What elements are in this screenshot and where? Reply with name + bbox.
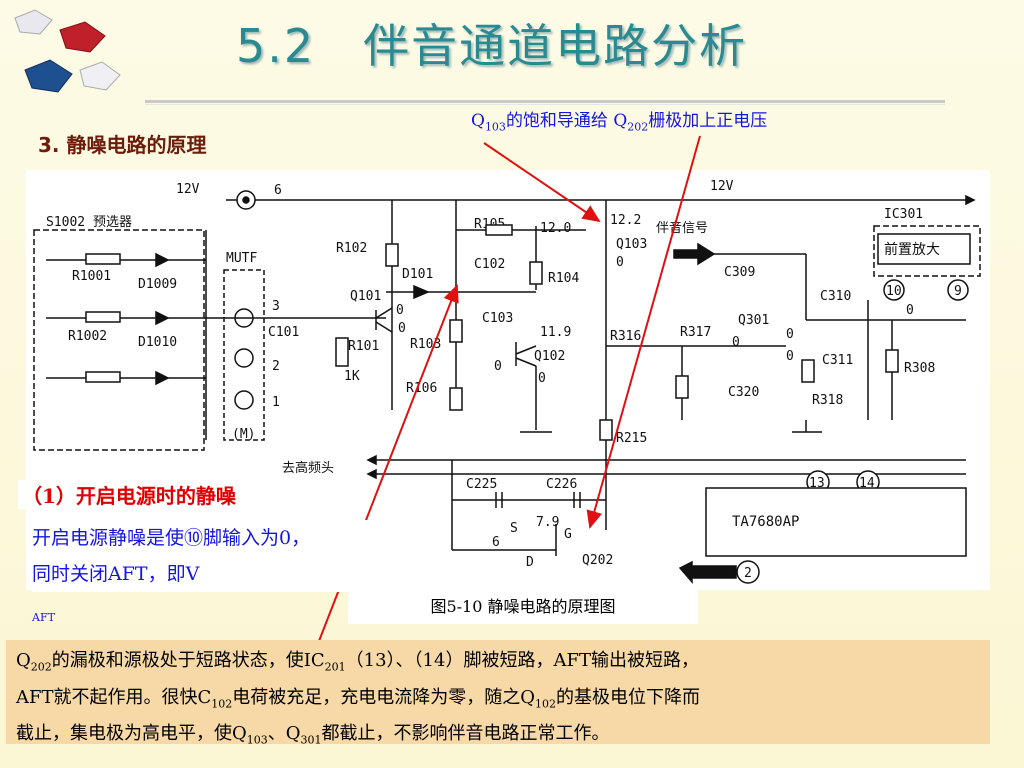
svg-text:G: G	[564, 527, 572, 542]
svg-text:12.2: 12.2	[610, 213, 641, 228]
svg-text:0: 0	[732, 335, 740, 350]
svg-text:R215: R215	[616, 431, 647, 446]
svg-text:9: 9	[954, 284, 962, 299]
figure-caption: 图5-10 静噪电路的原理图	[348, 590, 698, 624]
svg-text:D: D	[526, 555, 534, 570]
svg-text:(M): (M)	[232, 427, 255, 442]
svg-text:0: 0	[906, 303, 914, 318]
svg-text:D1009: D1009	[138, 277, 177, 292]
svg-text:1: 1	[272, 395, 280, 410]
top-annotation: Q103的饱和导通给 Q202栅极加上正电压	[471, 111, 768, 134]
svg-text:Q202: Q202	[582, 553, 613, 568]
svg-text:R317: R317	[680, 325, 711, 340]
svg-text:D101: D101	[402, 267, 433, 282]
svg-text:MUTF: MUTF	[226, 251, 257, 266]
label-12v-left: 12V	[176, 182, 200, 197]
svg-text:0: 0	[786, 349, 794, 364]
svg-text:7.9: 7.9	[536, 515, 559, 530]
label-pin6: 6	[274, 183, 282, 198]
svg-text:C311: C311	[822, 353, 853, 368]
svg-text:2: 2	[744, 566, 752, 581]
svg-text:0: 0	[396, 303, 404, 318]
svg-text:0: 0	[538, 371, 546, 386]
title-divider	[145, 100, 945, 103]
label-preamp: 前置放大	[884, 241, 940, 258]
title-divider-light	[145, 104, 945, 105]
svg-text:11.9: 11.9	[540, 325, 571, 340]
svg-text:Q102: Q102	[534, 349, 565, 364]
svg-text:S: S	[510, 521, 518, 536]
section-heading: 3. 静噪电路的原理	[38, 133, 207, 157]
subheading-power-on-mute: （1）开启电源时的静噪	[18, 480, 240, 509]
svg-text:12.0: 12.0	[540, 221, 571, 236]
svg-text:3: 3	[272, 299, 280, 314]
svg-text:6: 6	[492, 535, 500, 550]
svg-text:1K: 1K	[344, 369, 360, 384]
svg-text:2: 2	[272, 359, 280, 374]
svg-text:R308: R308	[904, 361, 935, 376]
svg-text:D1010: D1010	[138, 335, 177, 350]
svg-text:C320: C320	[728, 385, 759, 400]
label-ic301: IC301	[884, 207, 923, 222]
svg-text:R318: R318	[812, 393, 843, 408]
svg-text:Q101: Q101	[350, 289, 381, 304]
page-title: 5.2 伴音通道电路分析	[236, 19, 748, 73]
svg-text:0: 0	[398, 321, 406, 336]
svg-text:去高频头: 去高频头	[282, 460, 334, 476]
svg-text:C101: C101	[268, 325, 299, 340]
svg-text:Q103: Q103	[616, 237, 647, 252]
label-12v-right: 12V	[710, 179, 734, 194]
svg-text:C102: C102	[474, 257, 505, 272]
svg-text:R316: R316	[610, 329, 641, 344]
svg-text:0: 0	[494, 359, 502, 374]
svg-text:R1002: R1002	[68, 329, 107, 344]
svg-text:C226: C226	[546, 477, 577, 492]
svg-text:R101: R101	[348, 339, 379, 354]
svg-text:TA7680AP: TA7680AP	[732, 514, 799, 530]
svg-text:0: 0	[786, 327, 794, 342]
svg-text:C225: C225	[466, 477, 497, 492]
svg-text:R106: R106	[406, 381, 437, 396]
logo	[0, 0, 145, 108]
svg-text:Q301: Q301	[738, 313, 769, 328]
svg-text:R104: R104	[548, 271, 579, 286]
explanation-box: Q202的漏极和源极处于短路状态，使IC201（13）、（14）脚被短路，AFT…	[6, 640, 990, 747]
svg-text:伴音信号: 伴音信号	[656, 220, 708, 236]
svg-text:C310: C310	[820, 289, 851, 304]
svg-text:R102: R102	[336, 241, 367, 256]
svg-text:0: 0	[616, 255, 624, 270]
svg-text:C309: C309	[724, 265, 755, 280]
label-s1002: S1002 预选器	[46, 215, 132, 230]
svg-text:10: 10	[886, 284, 902, 299]
svg-text:C103: C103	[482, 311, 513, 326]
svg-text:R1001: R1001	[72, 269, 111, 284]
